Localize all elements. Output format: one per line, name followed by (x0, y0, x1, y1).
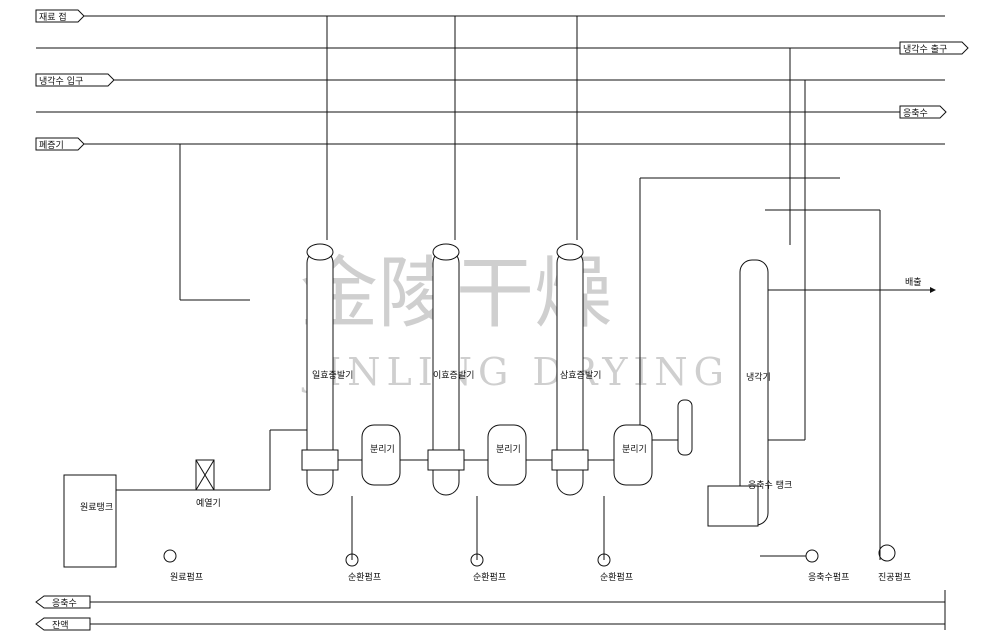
svg-text:분리기: 분리기 (622, 444, 647, 455)
separator-3: 분리기 (613, 424, 653, 486)
svg-text:원료펌프: 원료펌프 (170, 571, 203, 583)
svg-text:원료탱크: 원료탱크 (80, 502, 113, 513)
label-tag-condensate-out: 응축수 (899, 105, 947, 119)
separator-2: 분리기 (487, 424, 527, 486)
preheater: 예열기 (195, 459, 221, 509)
label-tag-steam: 폐증기 (35, 137, 85, 151)
vacuum-pump: 진공펌프 (878, 544, 911, 583)
feed-tank: 원료탱크 (63, 474, 117, 568)
evaporator-effect-1: 일효증발기 (301, 243, 353, 496)
svg-text:순환펌프: 순환펌프 (600, 571, 633, 583)
svg-text:냉각수 출구: 냉각수 출구 (903, 43, 947, 55)
label-tag-coolwater-out: 냉각수 출구 (899, 41, 969, 55)
svg-text:예열기: 예열기 (196, 498, 221, 509)
svg-text:분리기: 분리기 (370, 444, 395, 455)
circ-pump-3: 순환펌프 (597, 553, 633, 583)
svg-text:응축수펌프: 응축수펌프 (808, 571, 849, 583)
svg-text:분리기: 분리기 (496, 444, 521, 455)
svg-text:재료 접: 재료 접 (39, 11, 67, 23)
svg-text:잔액: 잔액 (52, 619, 69, 631)
svg-text:냉각기: 냉각기 (746, 371, 771, 383)
condenser: 냉각기 배출 (739, 259, 936, 526)
label-tag-condensate: 응축수 (35, 595, 91, 609)
label-tag-feed: 재료 접 (35, 9, 85, 23)
label-tag-residue: 잔액 (35, 617, 91, 631)
evaporator-effect-3: 삼효증발기 (551, 243, 601, 496)
label-tag-coolwater-in: 냉각수 입구 (35, 73, 115, 87)
svg-text:응축수 탱크: 응축수 탱크 (748, 480, 792, 491)
receiver-vessel (677, 399, 693, 456)
svg-text:순환펌프: 순환펌프 (473, 571, 506, 583)
svg-text:일효증발기: 일효증발기 (312, 370, 353, 381)
separator-1: 분리기 (361, 424, 401, 486)
watermark-sub: JINLING DRYING (301, 350, 730, 394)
circ-pump-1: 순환펌프 (345, 553, 381, 583)
circ-pump-2: 순환펌프 (470, 553, 506, 583)
svg-text:응축수: 응축수 (903, 108, 928, 119)
svg-text:배출: 배출 (905, 277, 922, 288)
svg-text:냉각수 입구: 냉각수 입구 (39, 75, 83, 87)
svg-text:진공펌프: 진공펌프 (878, 571, 911, 583)
evaporator-effect-2: 이효증발기 (427, 243, 474, 496)
svg-text:폐증기: 폐증기 (39, 139, 64, 151)
water-tank: 응축수 탱크 (707, 480, 792, 527)
svg-text:응축수: 응축수 (52, 598, 77, 609)
condensate-pump: 응축수펌프 (805, 549, 849, 583)
svg-text:순환펌프: 순환펌프 (348, 571, 381, 583)
feed-pump: 원료펌프 (163, 549, 203, 583)
svg-text:삼효증발기: 삼효증발기 (560, 370, 601, 381)
svg-text:이효증발기: 이효증발기 (433, 370, 474, 381)
